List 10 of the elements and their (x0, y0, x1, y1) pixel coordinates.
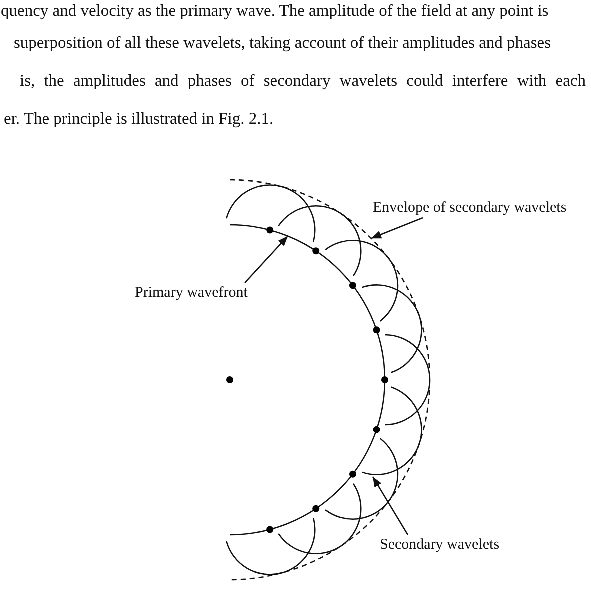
callout-label: Secondary wavelets (380, 535, 500, 555)
leader-line (244, 236, 289, 284)
paragraph-text: quency and velocity as the primary wave. The amplitude of the field at any point is (1, 0, 549, 22)
callout-label: Envelope of secondary wavelets (373, 198, 567, 218)
leader-line (372, 476, 409, 536)
paragraph-text: er. The principle is illustrated in Fig. 2.1. (4, 108, 274, 130)
callout-label: Primary wavefront (135, 283, 248, 303)
paragraph-text: superposition of all these wavelets, taking account of their amplitudes and phases (14, 32, 552, 54)
leader-line (371, 217, 424, 240)
paragraph-text: is, the amplitudes and phases of secondary wavelets could interfere with each (20, 70, 586, 92)
